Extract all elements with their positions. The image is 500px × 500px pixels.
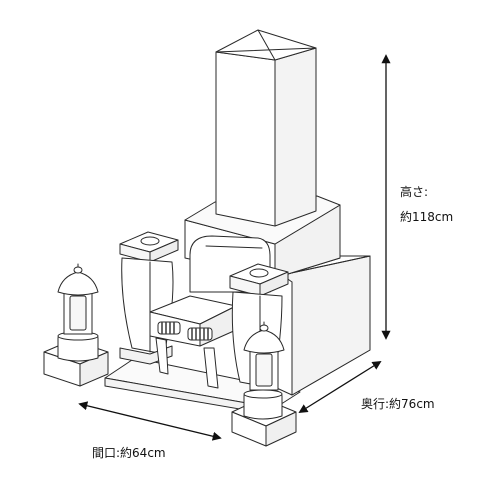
depth-label: 奥行:約76cm [361,397,435,411]
rear-base-block [254,255,371,396]
height-value: 約118cm [400,210,454,224]
left-lantern [43,263,109,387]
height-label: 高さ: [400,185,429,199]
right-lantern [231,321,297,447]
width-label: 間口:約64cm [92,446,166,460]
left-flower-vase [119,231,179,365]
depth-dimension-arrow [298,361,382,413]
width-dimension-arrow [78,401,222,441]
main-monument [215,29,317,227]
offering-table [149,295,237,389]
